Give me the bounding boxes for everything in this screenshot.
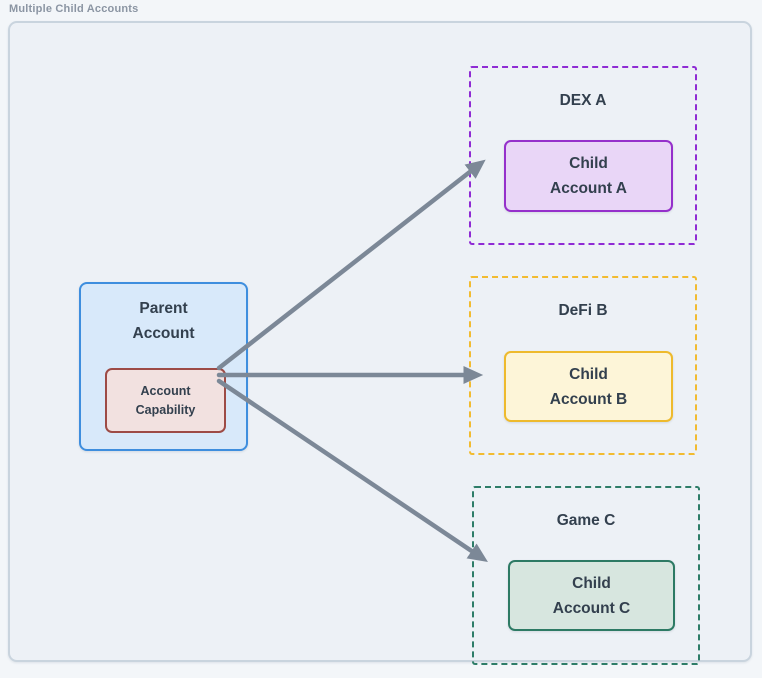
- child-account-a-label: Child Account A: [550, 155, 627, 197]
- group-label-dex-a: DEX A: [559, 92, 607, 109]
- child-group-dex-a: DEX A Child Account A: [469, 66, 697, 245]
- child-account-c-label: Child Account C: [552, 574, 631, 617]
- parent-account-box: Parent Account Account Capability: [79, 282, 248, 451]
- child-account-c-box: Child Account C: [508, 560, 675, 631]
- group-label-game-c: Game C: [556, 512, 616, 529]
- parent-account-label: Parent Account: [132, 300, 195, 342]
- account-capability-label: Account Capability: [135, 383, 196, 417]
- child-account-a-box: Child Account A: [504, 140, 673, 212]
- child-group-game-c: Game C Child Account C: [472, 486, 700, 665]
- page-title: Multiple Child Accounts: [9, 3, 139, 15]
- group-label-defi-b: DeFi B: [558, 302, 608, 319]
- child-group-defi-b: DeFi B Child Account B: [469, 276, 697, 455]
- child-account-b-label: Child Account B: [549, 365, 628, 408]
- diagram-canvas: Parent Account Account Capability DEX A …: [8, 21, 752, 665]
- account-capability-box: Account Capability: [105, 368, 226, 433]
- child-account-b-box: Child Account B: [504, 351, 673, 422]
